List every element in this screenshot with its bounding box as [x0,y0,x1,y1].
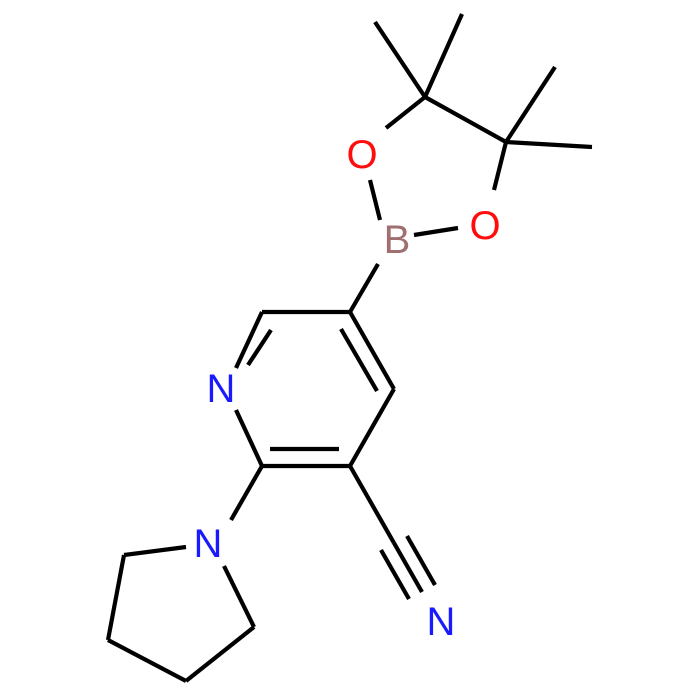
bond-cq1-me1 [373,20,427,99]
bond-cn-triple-1 [392,541,424,594]
bond-n1-c6 [234,311,264,369]
bond-c3-cn [348,464,396,545]
bond-ca-cb [105,554,127,641]
bond-c2-n1 [234,409,264,467]
bond-o1-cq1 [384,95,427,130]
bond-cc-cd [184,625,256,683]
bond-b-o2 [413,225,459,238]
bond-c5-c4-inner [339,327,379,393]
bond-cq2-me3 [504,65,557,144]
bond-b-o1 [367,179,383,221]
bond-cb-cc [107,638,187,683]
bond-cd-n3 [222,565,256,628]
atom-label-o2: O [469,204,500,248]
atom-label-n1: N [207,367,236,411]
atom-label-n2: N [427,600,456,644]
bond-c4-c3 [348,387,396,468]
bond-cn-triple-3 [405,534,437,587]
bond-n3-ca [123,544,187,558]
atom-label-o1: O [346,133,377,177]
bond-cq1-cq2 [423,95,508,144]
atom-labels: N N N O O B [194,133,501,644]
bond-n1-c6-inner [246,328,273,367]
bond-cq2-me4 [505,139,593,150]
bond-c2-n3 [229,464,264,522]
atom-label-b1: B [384,218,411,262]
bond-cn-triple-2 [379,548,411,601]
bond-o2-cq2 [491,141,509,191]
bond-cq1-me2 [423,13,464,98]
atom-label-n3: N [194,522,223,566]
bond-c5-c4 [348,310,396,391]
bonds [105,13,593,683]
bond-c5-b [348,262,380,314]
